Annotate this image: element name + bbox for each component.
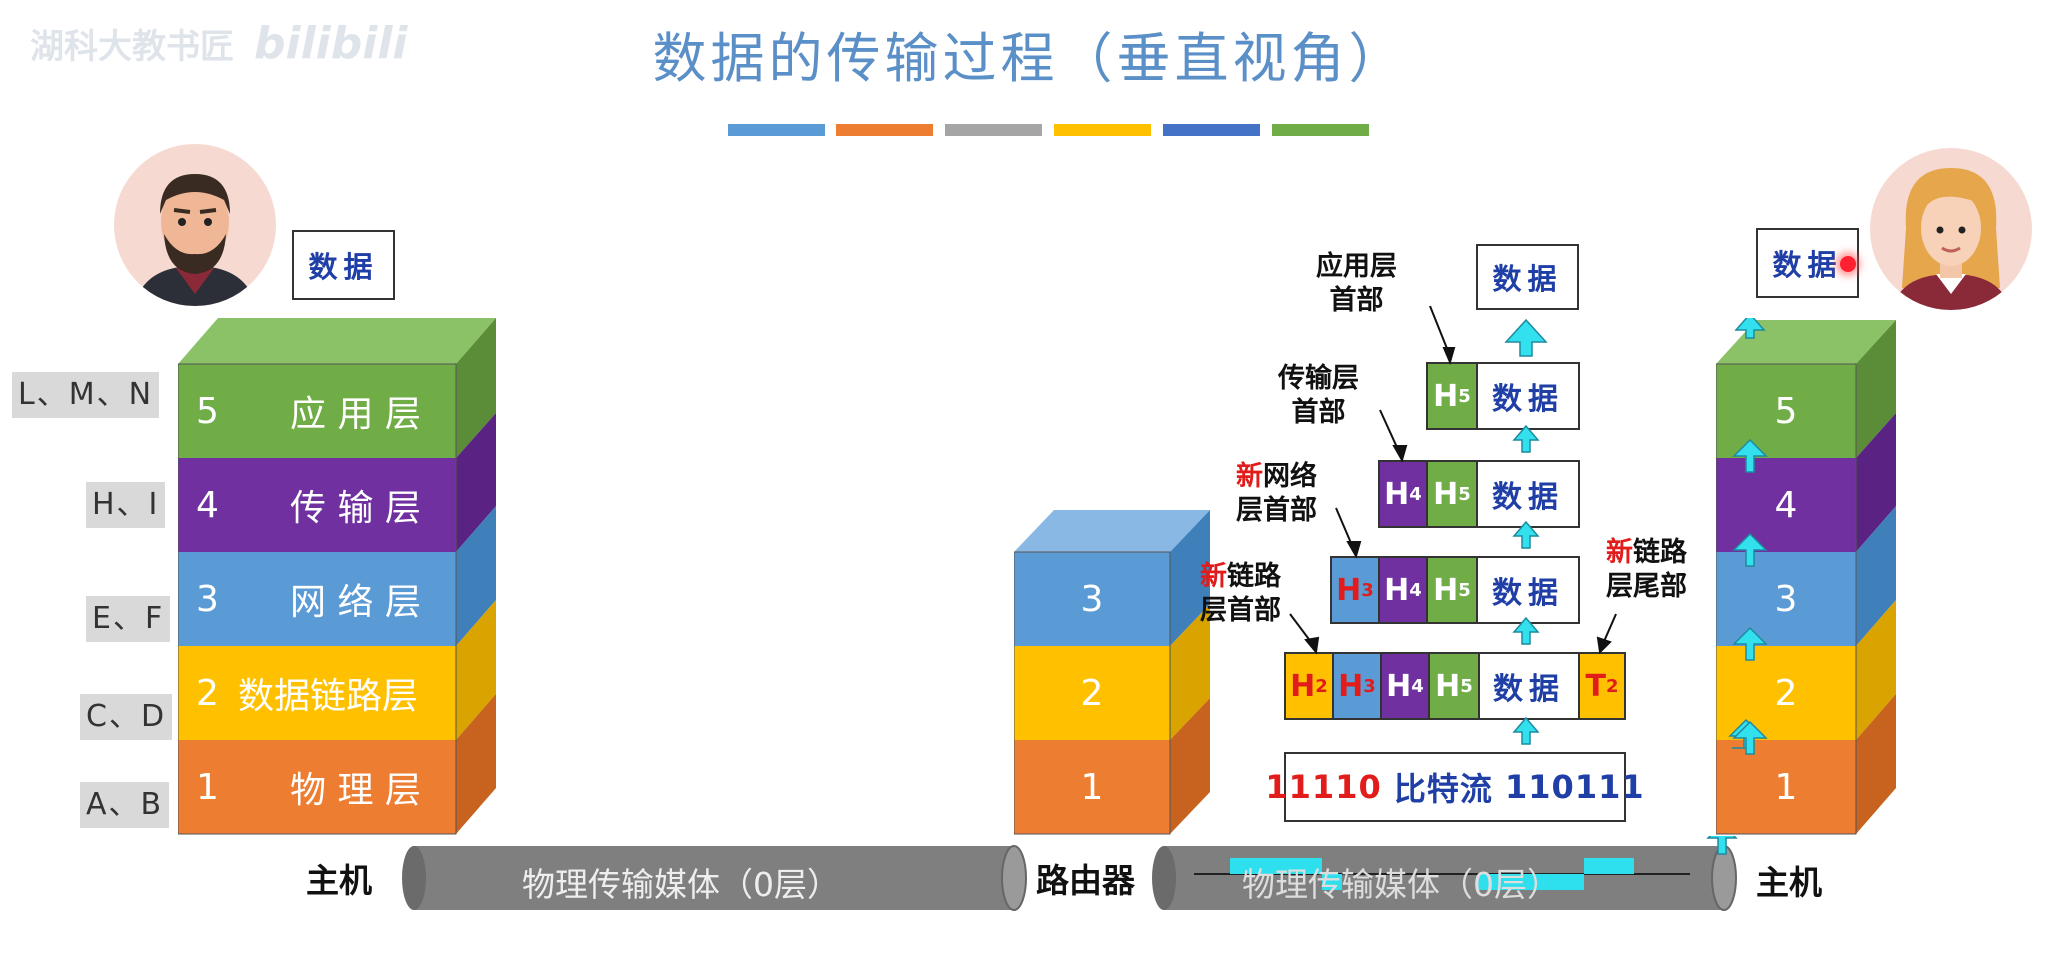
- router-stack: [1014, 510, 1210, 835]
- pdu-network-data: 数据: [1478, 558, 1578, 622]
- sender-layer-1-name: 物 理 层: [290, 770, 421, 811]
- app-header-note: 应用层 首部: [1316, 251, 1397, 316]
- watermark-text: 湖科大教书匠: [30, 27, 234, 67]
- receiver-layer-2: 2: [1774, 672, 1798, 714]
- sender-layer-5: 5 应 用 层: [178, 364, 456, 458]
- sender-layer-5-name: 应 用 层: [290, 394, 421, 435]
- receiver-layer-4: 4: [1774, 484, 1798, 526]
- proto-label-2: C、D: [80, 694, 173, 740]
- bitstream-right: 110111: [1505, 768, 1645, 806]
- sender-layer-4-num: 4: [196, 484, 219, 526]
- pdu-app-data: 数据: [1478, 364, 1578, 428]
- stripe-orange: [836, 124, 933, 136]
- sender-layer-2-name: 数据链路层: [238, 676, 419, 717]
- stripe-yellow: [1054, 124, 1151, 136]
- sender-layer-1: 1 物 理 层: [178, 740, 456, 834]
- stripe-darkblue: [1163, 124, 1260, 136]
- stripe-blue: [728, 124, 825, 136]
- decap-arrows: [1289, 305, 1617, 745]
- sender-layer-3-name: 网 络 层: [290, 582, 421, 623]
- proto-label-4: H、I: [86, 482, 166, 528]
- router-caption: 路由器: [1036, 861, 1135, 900]
- bitstream-label: 比特流: [1381, 770, 1506, 808]
- pdu-link-data: 数据: [1480, 654, 1580, 718]
- link-trailer-note: 新链路 层尾部: [1606, 537, 1687, 602]
- sender-layer-3: 3 网 络 层: [178, 552, 456, 646]
- link-header-note: 新链路 层首部: [1200, 561, 1281, 626]
- stripe-gray: [945, 124, 1042, 136]
- bitstream-left: 11110: [1265, 768, 1382, 806]
- media-pipes: [402, 836, 1738, 911]
- right-media-label: 物理传输媒体（0层）: [1242, 865, 1560, 904]
- bilibili-logo: bilibili: [254, 18, 408, 69]
- receiver-host-caption: 主机: [1756, 863, 1822, 902]
- watermark: 湖科大教书匠 bilibili: [30, 18, 407, 69]
- bitstream-box: 11110 比特流 110111: [1265, 752, 1644, 822]
- decap-data-box: 数据: [1476, 244, 1579, 310]
- pdu-transport-data: 数据: [1478, 462, 1578, 526]
- pointer-dot-icon: [1840, 256, 1856, 272]
- sender-stack: [178, 318, 496, 835]
- receiver-stack: [1716, 318, 1896, 835]
- sender-layer-5-num: 5: [196, 390, 219, 432]
- sender-layer-1-num: 1: [196, 766, 219, 808]
- slide-title: 数据的传输过程（垂直视角）: [652, 27, 1407, 90]
- male-avatar-icon: [114, 144, 276, 306]
- receiver-layer-3: 3: [1774, 578, 1798, 620]
- proto-label-5: L、M、N: [12, 372, 160, 418]
- receiver-data-box: 数据: [1756, 228, 1859, 298]
- router-layer-1: 1: [1080, 766, 1104, 808]
- receiver-layer-1: 1: [1774, 766, 1798, 808]
- transport-header-note: 传输层 首部: [1278, 363, 1359, 428]
- router-layer-2: 2: [1080, 672, 1104, 714]
- stripe-green: [1272, 124, 1369, 136]
- sender-layer-2: 2 数据链路层: [178, 646, 456, 740]
- left-media-label: 物理传输媒体（0层）: [522, 865, 840, 904]
- router-layer-3: 3: [1080, 578, 1104, 620]
- proto-label-1: A、B: [80, 782, 170, 828]
- receiver-layer-5: 5: [1774, 390, 1798, 432]
- sender-host-caption: 主机: [306, 861, 372, 900]
- proto-label-3: E、F: [86, 596, 171, 642]
- sender-layer-4-name: 传 输 层: [290, 488, 421, 529]
- sender-layer-2-num: 2: [196, 672, 219, 714]
- sender-layer-3-num: 3: [196, 578, 219, 620]
- female-avatar-icon: [1870, 148, 2032, 310]
- network-header-note: 新网络 层首部: [1236, 461, 1317, 526]
- sender-layer-4: 4 传 输 层: [178, 458, 456, 552]
- sender-data-box: 数据: [292, 230, 395, 300]
